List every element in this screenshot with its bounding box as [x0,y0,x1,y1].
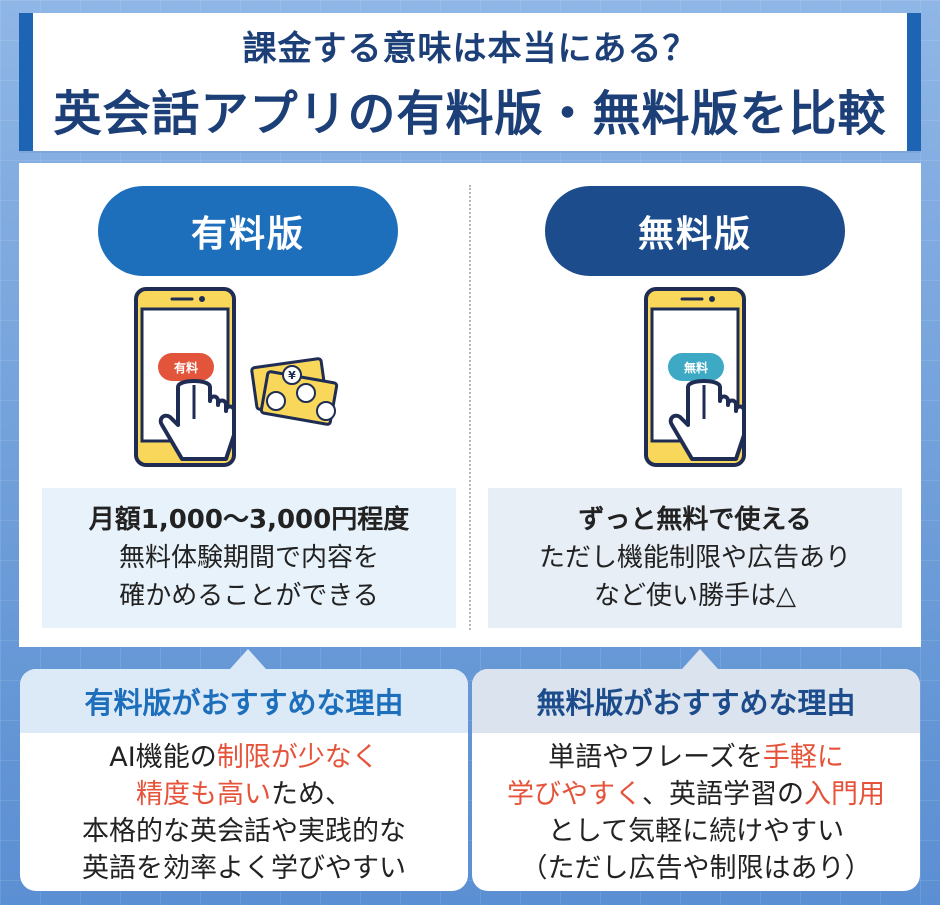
paid-reason-line-2: 精度も高いため、 [136,776,352,813]
paid-description: 月額1,000〜3,000円程度 無料体験期間で内容を 確かめることができる [42,488,456,628]
free-reason-highlight: 手軽に [762,742,844,773]
free-reason-title: 無料版がおすすめな理由 [472,669,920,733]
paid-reason-line-1: AI機能の制限が少なく [109,739,378,776]
paid-reason-line-4: 英語を効率よく学びやすい [82,853,406,884]
paid-desc-line-3: 確かめることができる [119,581,379,611]
paid-desc-price: 月額1,000〜3,000円程度 [88,505,410,535]
free-version-label: 無料版 [545,186,845,276]
paid-app-button: 有料 [158,353,214,381]
paid-reason-highlight: 制限が少なく [216,742,379,773]
free-reason-line-3: として気軽に続けやすい [547,816,845,847]
paid-reason-line-3: 本格的な英会話や実践的な [82,816,406,847]
paid-reason-highlight: 精度も高い [136,779,271,810]
free-app-button: 無料 [668,353,724,381]
money-bills-coins-icon: ¥ [250,357,339,426]
title-line-1: 課金する意味は本当にある？ [242,28,698,69]
paid-reason-text: AI機能の [109,742,217,773]
free-reason-highlight: 入門用 [804,779,885,810]
free-desc-line-2: ただし機能制限や広告あり [538,543,851,573]
title-line-2: 英会話アプリの有料版・無料版を比較 [53,85,887,142]
free-desc-line-3: など使い勝手は△ [594,581,796,611]
paid-reason-title: 有料版がおすすめな理由 [20,669,468,733]
free-reason-text: 単語やフレーズを [548,742,763,773]
free-description: ずっと無料で使える ただし機能制限や広告あり など使い勝手は△ [488,488,902,628]
free-reason-pointer [682,649,718,669]
free-reason-text: 、英語学習の [642,779,804,810]
free-reason-card: 無料版がおすすめな理由 単語やフレーズを手軽に 学びやすく、英語学習の入門用 と… [472,649,920,891]
paid-illustration: 有料 ¥ [134,287,339,467]
free-app-button-label: 無料 [684,360,708,375]
paid-desc-line-2: 無料体験期間で内容を [118,543,379,573]
pointing-hand-icon [668,379,746,461]
paid-reason-text: ため、 [271,779,352,810]
free-reason-body: 単語やフレーズを手軽に 学びやすく、英語学習の入門用 として気軽に続けやすい （… [472,733,920,887]
paid-reason-card: 有料版がおすすめな理由 AI機能の制限が少なく 精度も高いため、 本格的な英会話… [20,649,468,891]
free-desc-headline: ずっと無料で使える [578,505,812,535]
paid-version-label: 有料版 [98,186,398,276]
paid-reason-body: AI機能の制限が少なく 精度も高いため、 本格的な英会話や実践的な 英語を効率よ… [20,733,468,887]
free-reason-line-2: 学びやすく、英語学習の入門用 [507,776,885,813]
free-reason-line-4: （ただし広告や制限はあり） [520,853,872,884]
paid-app-button-label: 有料 [174,360,198,375]
paid-reason-pointer [230,649,266,669]
free-reason-line-1: 単語やフレーズを手軽に [548,739,844,776]
free-illustration: 無料 [644,287,746,467]
yen-symbol: ¥ [288,369,296,382]
title-banner: 課金する意味は本当にある？ 英会話アプリの有料版・無料版を比較 [19,13,921,151]
column-divider [469,185,471,630]
free-reason-highlight: 学びやすく [507,779,642,810]
pointing-hand-icon [158,379,236,461]
